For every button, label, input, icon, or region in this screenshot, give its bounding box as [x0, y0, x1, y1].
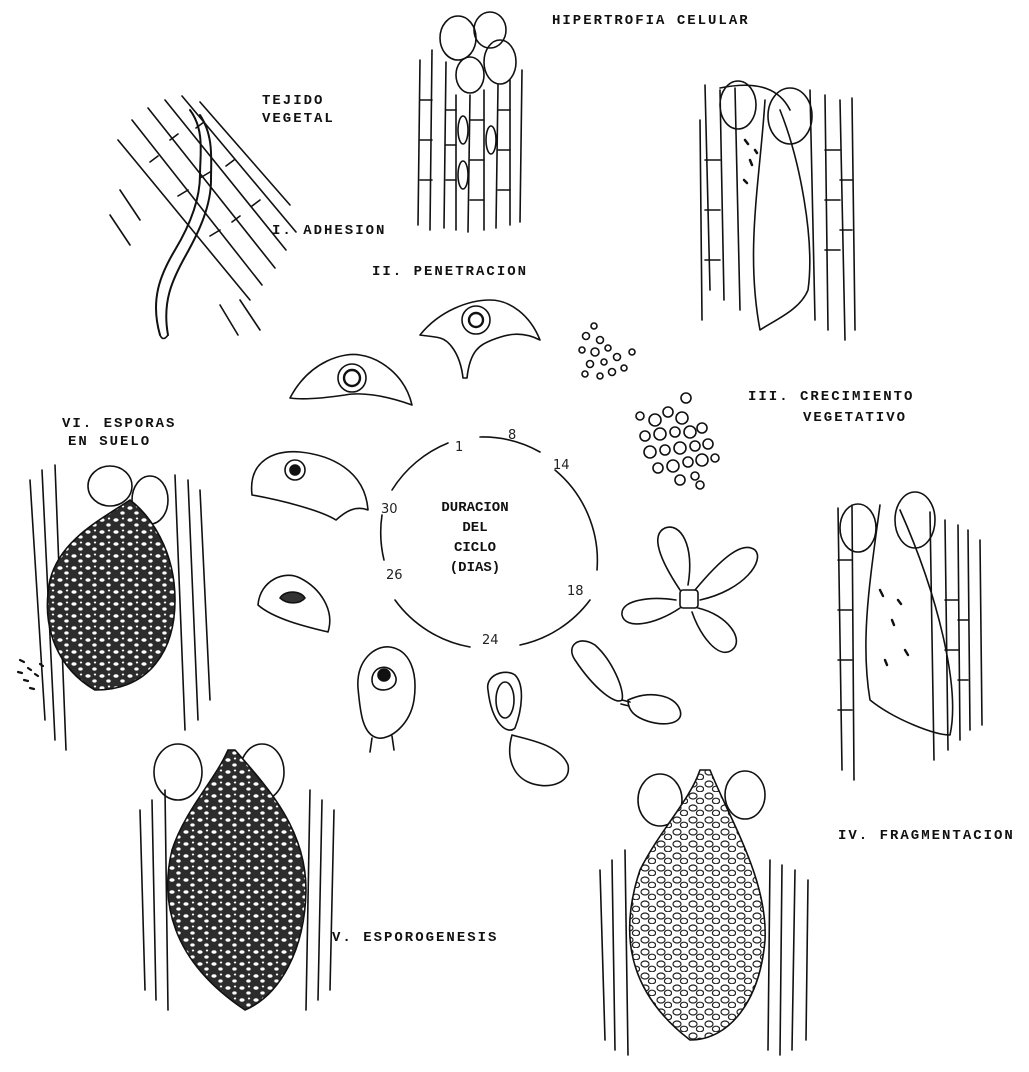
cycle-line4: (DIAS): [415, 558, 535, 578]
tissue-label-line2: VEGETAL: [262, 110, 335, 128]
sporogenesis-tissue: [140, 744, 334, 1010]
hypertrophy-tissue: [418, 12, 522, 232]
day-1: 1: [455, 440, 463, 455]
stage-fragmentation-label: IV. FRAGMENTACION: [838, 827, 1015, 845]
tissue-label-line1: TEJIDO: [262, 92, 324, 110]
cycle-line3: CICLO: [415, 538, 535, 558]
vegetative-growth-tissue: [700, 81, 855, 340]
cycle-duration-title: DURACION DEL CICLO (DIAS): [415, 498, 535, 578]
day-18: 18: [567, 584, 584, 599]
day-26: 26: [386, 568, 403, 583]
stage-penetration-label: II. PENETRACION: [372, 263, 528, 281]
spore-clusters: [579, 323, 719, 489]
stage-soil-spores-label-line1: VI. ESPORAS: [62, 415, 176, 433]
adhesion-tissue: [110, 96, 296, 339]
stage-growth-label-line2: VEGETATIVO: [803, 409, 907, 427]
stage-soil-spores-label-line2: EN SUELO: [68, 433, 151, 451]
stage-adhesion-label: I. ADHESION: [272, 222, 386, 240]
stage-growth-label-line1: III. CRECIMIENTO: [748, 388, 914, 406]
day-8: 8: [508, 428, 516, 443]
cycle-line2: DEL: [415, 518, 535, 538]
day-30: 30: [381, 502, 398, 517]
day-14: 14: [553, 458, 570, 473]
soil-spores-tissue: [18, 465, 210, 750]
stage-sporogenesis-label: V. ESPOROGENESIS: [332, 929, 498, 947]
day-24: 24: [482, 633, 499, 648]
fragmentation-tissue: [600, 770, 808, 1055]
growth-tissue-right: [838, 492, 982, 780]
hypertrophy-label: HIPERTROFIA CELULAR: [552, 12, 750, 30]
cycle-line1: DURACION: [415, 498, 535, 518]
